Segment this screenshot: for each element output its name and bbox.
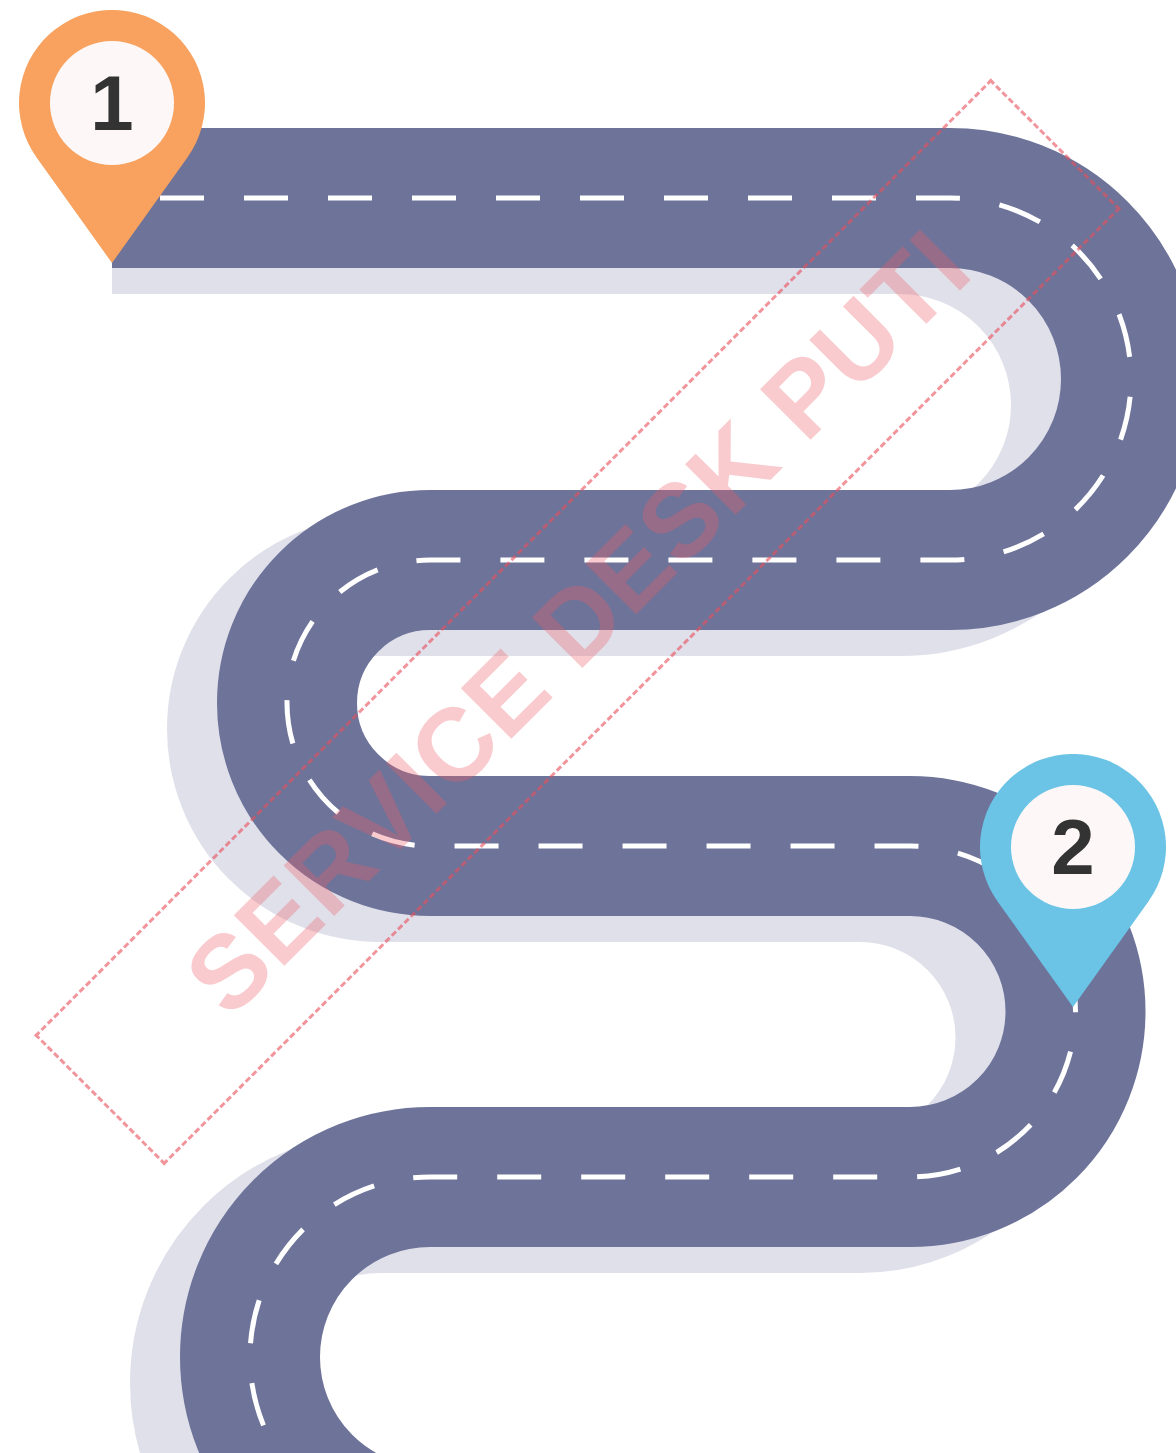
pin-face: 2 (1011, 785, 1135, 909)
map-pin: 2 (980, 754, 1166, 1010)
map-pin: 1 (19, 10, 205, 266)
step-number: 2 (1051, 808, 1094, 886)
pin-outline (980, 754, 1166, 1007)
road-surface (112, 198, 1131, 1453)
pin-face: 1 (50, 41, 174, 165)
pin-outline (19, 10, 205, 263)
road-center-dashes (112, 198, 1131, 1453)
step-number: 1 (90, 64, 133, 142)
